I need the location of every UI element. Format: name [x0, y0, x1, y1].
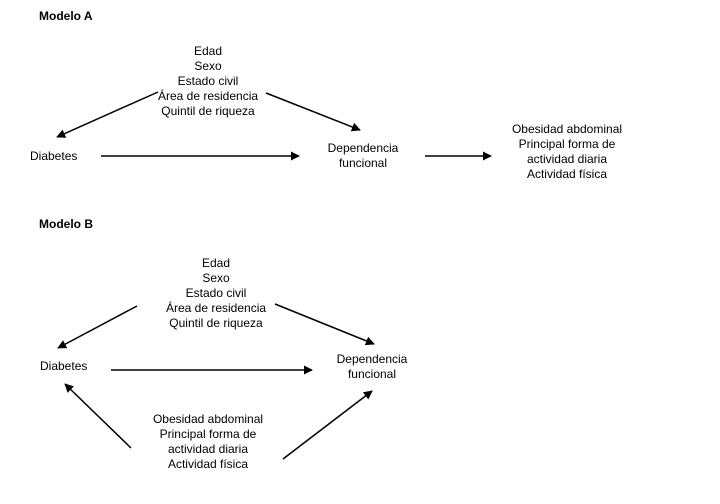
- mediator-label: actividad diaria: [167, 442, 249, 456]
- consequence-label: Actividad física: [526, 167, 608, 181]
- outcome-label: funcional: [347, 367, 397, 381]
- model-b-dependencia-funcional: Dependencia funcional: [317, 352, 427, 382]
- arrow-a-confounders-to-dependencia: [265, 92, 361, 132]
- model-a-confounders: Edad Sexo Estado civil Área de residenci…: [133, 44, 283, 119]
- mediator-label: Actividad física: [167, 457, 249, 471]
- confounder-label: Edad: [193, 44, 223, 58]
- confounder-label: Sexo: [194, 59, 222, 73]
- confounder-label: Área de residencia: [165, 301, 267, 315]
- confounder-label: Estado civil: [177, 74, 239, 88]
- arrow-b-confounders-to-dependencia: [274, 303, 375, 346]
- mediator-label: Obesidad abdominal: [152, 412, 264, 426]
- confounder-label: Edad: [201, 256, 231, 270]
- model-a-diabetes: Diabetes: [30, 149, 78, 163]
- model-a-dependencia-funcional: Dependencia funcional: [308, 141, 418, 171]
- model-a-consequences: Obesidad abdominal Principal forma de ac…: [492, 122, 642, 182]
- arrow-b-confounders-to-diabetes: [57, 305, 138, 349]
- arrow-b-mediators-to-diabetes: [64, 383, 132, 449]
- model-b-diabetes: Diabetes: [40, 359, 88, 373]
- outcome-label: Dependencia: [336, 352, 408, 366]
- confounder-label: Sexo: [202, 271, 230, 285]
- model-b-mediators: Obesidad abdominal Principal forma de ac…: [133, 412, 283, 472]
- model-b-title: Modelo B: [39, 217, 93, 231]
- arrow-a-confounders-to-diabetes: [56, 91, 159, 138]
- consequence-label: Principal forma de: [518, 137, 616, 151]
- mediator-label: Principal forma de: [159, 427, 257, 441]
- confounder-label: Área de residencia: [157, 89, 259, 103]
- consequence-label: actividad diaria: [526, 152, 608, 166]
- outcome-label: Dependencia: [327, 141, 399, 155]
- model-b-confounders: Edad Sexo Estado civil Área de residenci…: [141, 256, 291, 331]
- arrow-b-mediators-to-dependencia: [282, 390, 373, 460]
- outcome-label: funcional: [338, 156, 388, 170]
- confounder-label: Quintil de riqueza: [169, 316, 263, 330]
- model-a-title: Modelo A: [39, 9, 93, 23]
- confounder-label: Estado civil: [185, 286, 247, 300]
- confounder-label: Quintil de riqueza: [161, 104, 255, 118]
- consequence-label: Obesidad abdominal: [511, 122, 623, 136]
